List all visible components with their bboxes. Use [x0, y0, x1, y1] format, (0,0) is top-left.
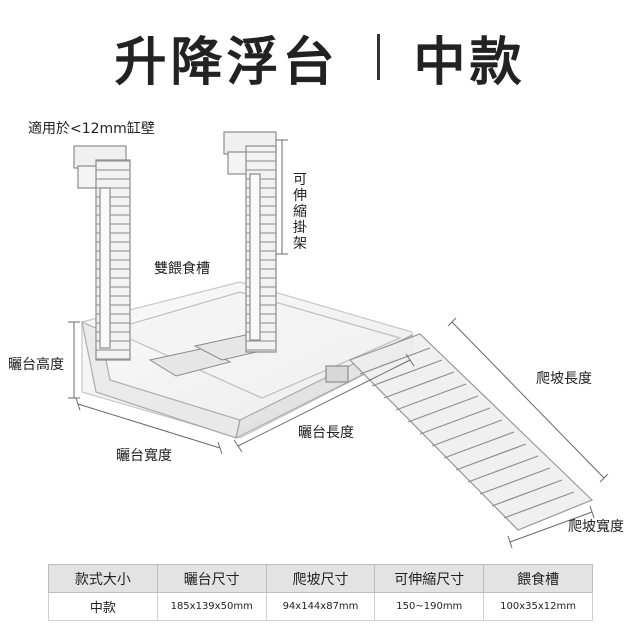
platform-length-label: 曬台長度	[298, 425, 354, 441]
spec-cell-trough: 100x35x12mm	[483, 592, 593, 621]
spec-header-cell: 餵食槽	[483, 564, 593, 593]
platform-height-label: 曬台高度	[8, 357, 64, 373]
page-title: 升降浮台 中款	[0, 22, 640, 93]
title-size: 中款	[413, 32, 526, 93]
spec-header-cell: 曬台尺寸	[156, 564, 267, 593]
spec-header-cell: 款式大小	[48, 564, 158, 593]
spec-cell-telescopic: 150~190mm	[374, 592, 485, 621]
right-hanger	[223, 131, 277, 353]
spec-cell-model: 中款	[48, 592, 158, 621]
ramp-length-label: 爬坡長度	[536, 371, 592, 387]
spec-header-cell: 可伸縮尺寸	[374, 564, 485, 593]
table-row: 中款 185x139x50mm 94x144x87mm 150~190mm 10…	[48, 592, 593, 621]
spec-header-cell: 爬坡尺寸	[265, 564, 376, 593]
feeding-trough-label: 雙餵食槽	[154, 261, 210, 277]
spec-cell-platform: 185x139x50mm	[156, 592, 267, 621]
spec-cell-ramp: 94x144x87mm	[265, 592, 376, 621]
tank-wall-label: 適用於<12mm缸壁	[28, 121, 155, 137]
ramp-width-label: 爬坡寬度	[568, 519, 624, 535]
spec-table-header-row: 款式大小 曬台尺寸 爬坡尺寸 可伸縮尺寸 餵食槽	[48, 564, 593, 593]
platform-width-label: 曬台寬度	[116, 448, 172, 464]
dimension-lines	[68, 139, 609, 549]
title-divider	[376, 34, 380, 80]
telescopic-hanger-label: 可伸縮掛架	[293, 172, 307, 252]
spec-table: 款式大小 曬台尺寸 爬坡尺寸 可伸縮尺寸 餵食槽 中款 185x139x50mm…	[48, 564, 593, 621]
title-product-name: 升降浮台	[114, 32, 339, 93]
left-hanger	[73, 145, 131, 361]
ramp	[325, 333, 594, 531]
